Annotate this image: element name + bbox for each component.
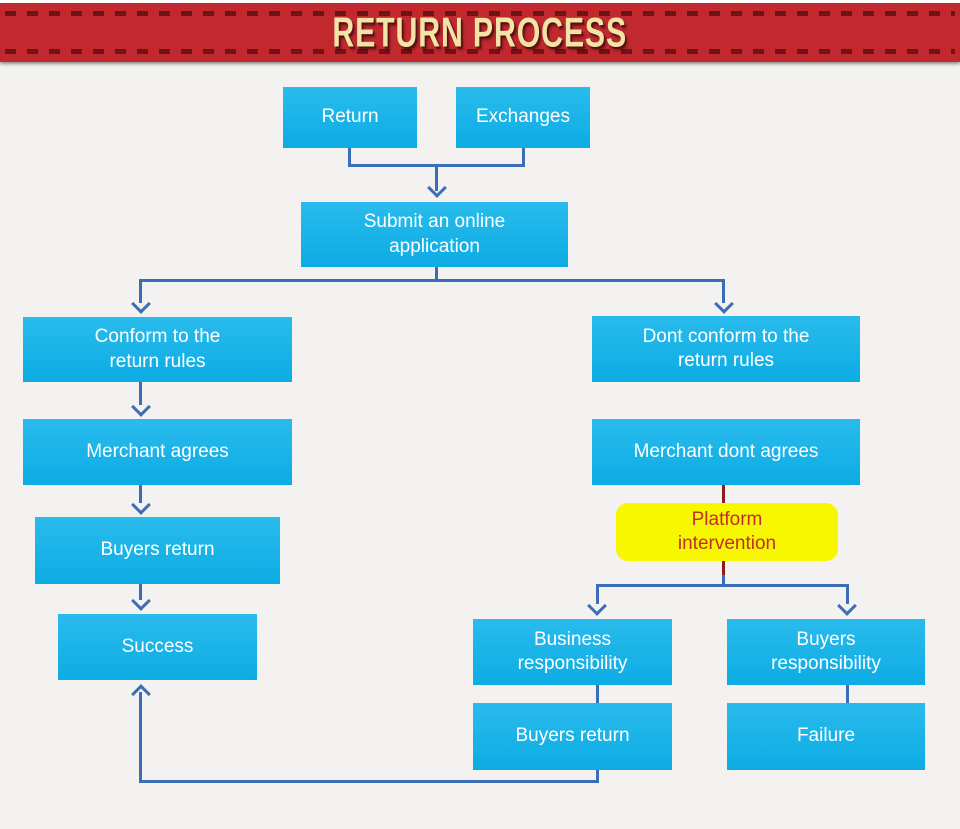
node-conform-rules-label: Conform to the return rules bbox=[94, 326, 221, 372]
connector-buyers-success bbox=[139, 584, 142, 600]
connector-exchanges-stub bbox=[522, 148, 525, 165]
arrow-up-icon bbox=[131, 684, 151, 704]
connector-buyersresp-drop bbox=[846, 584, 849, 604]
page-title-text: RETURN PROCESS bbox=[332, 8, 628, 55]
node-exchanges-label: Exchanges bbox=[475, 106, 570, 128]
node-exchanges: Exchanges bbox=[456, 87, 590, 148]
connector-submit-stub bbox=[435, 267, 438, 281]
arrow-down-icon bbox=[131, 591, 151, 611]
arrow-down-icon bbox=[837, 596, 857, 616]
connector-platform-drop bbox=[722, 575, 725, 587]
page-title: RETURN PROCESS bbox=[0, 3, 960, 62]
node-buyers-return-left: Buyers return bbox=[35, 517, 280, 584]
connector-right-drop bbox=[722, 279, 725, 303]
arrow-down-icon bbox=[714, 294, 734, 314]
connector-loop-stub bbox=[596, 770, 599, 783]
arrow-down-icon bbox=[131, 294, 151, 314]
arrow-down-icon bbox=[587, 596, 607, 616]
node-business-responsibility-label: Business responsibility bbox=[517, 628, 628, 674]
node-merchant-agrees-label: Merchant agrees bbox=[86, 440, 229, 462]
node-submit-application: Submit an online application bbox=[301, 202, 568, 267]
connector-merge-drop bbox=[435, 164, 438, 191]
connector-business-drop bbox=[596, 584, 599, 604]
node-dont-conform-rules-label: Dont conform to the return rules bbox=[642, 325, 810, 371]
connector-red-top bbox=[722, 485, 725, 503]
banner-stitch-bottom bbox=[5, 49, 955, 54]
node-dont-conform-rules: Dont conform to the return rules bbox=[592, 316, 860, 382]
arrow-down-icon bbox=[131, 495, 151, 515]
node-return-label: Return bbox=[321, 106, 379, 128]
connector-loop-rise bbox=[139, 692, 142, 783]
node-buyers-return-right: Buyers return bbox=[473, 703, 672, 770]
arrow-down-icon bbox=[131, 397, 151, 417]
connector-loop-bar bbox=[139, 780, 599, 783]
node-conform-rules: Conform to the return rules bbox=[23, 317, 292, 382]
node-merchant-dont-agrees-label: Merchant dont agrees bbox=[633, 440, 819, 462]
node-business-responsibility: Business responsibility bbox=[473, 619, 672, 685]
node-buyers-return-left-label: Buyers return bbox=[100, 539, 215, 561]
node-submit-application-label: Submit an online application bbox=[363, 211, 506, 257]
connector-split-bar bbox=[139, 279, 725, 282]
node-success-label: Success bbox=[121, 635, 194, 657]
arrow-down-icon bbox=[427, 178, 447, 198]
top-white-strip bbox=[0, 0, 960, 3]
node-merchant-agrees: Merchant agrees bbox=[23, 419, 292, 485]
node-buyers-return-right-label: Buyers return bbox=[515, 725, 630, 747]
node-success: Success bbox=[58, 614, 257, 680]
connector-business-buyersreturn bbox=[596, 685, 599, 703]
connector-left-drop bbox=[139, 279, 142, 303]
connector-merchant-buyers bbox=[139, 485, 142, 503]
node-platform-intervention-label: Platform intervention bbox=[677, 508, 777, 554]
connector-buyersresp-failure bbox=[846, 685, 849, 703]
node-merchant-dont-agrees: Merchant dont agrees bbox=[592, 419, 860, 485]
node-failure: Failure bbox=[727, 703, 925, 770]
connector-conform-merchant bbox=[139, 382, 142, 405]
node-return: Return bbox=[283, 87, 417, 148]
node-buyers-responsibility-label: Buyers responsibility bbox=[771, 628, 881, 674]
node-buyers-responsibility: Buyers responsibility bbox=[727, 619, 925, 685]
connector-responsibility-bar bbox=[596, 584, 849, 587]
connector-red-bottom bbox=[722, 561, 725, 575]
header-banner: RETURN PROCESS bbox=[0, 3, 960, 62]
node-failure-label: Failure bbox=[796, 725, 856, 747]
connector-return-stub bbox=[348, 148, 351, 165]
node-platform-intervention: Platform intervention bbox=[616, 503, 838, 561]
banner-stitch-top bbox=[5, 11, 955, 16]
